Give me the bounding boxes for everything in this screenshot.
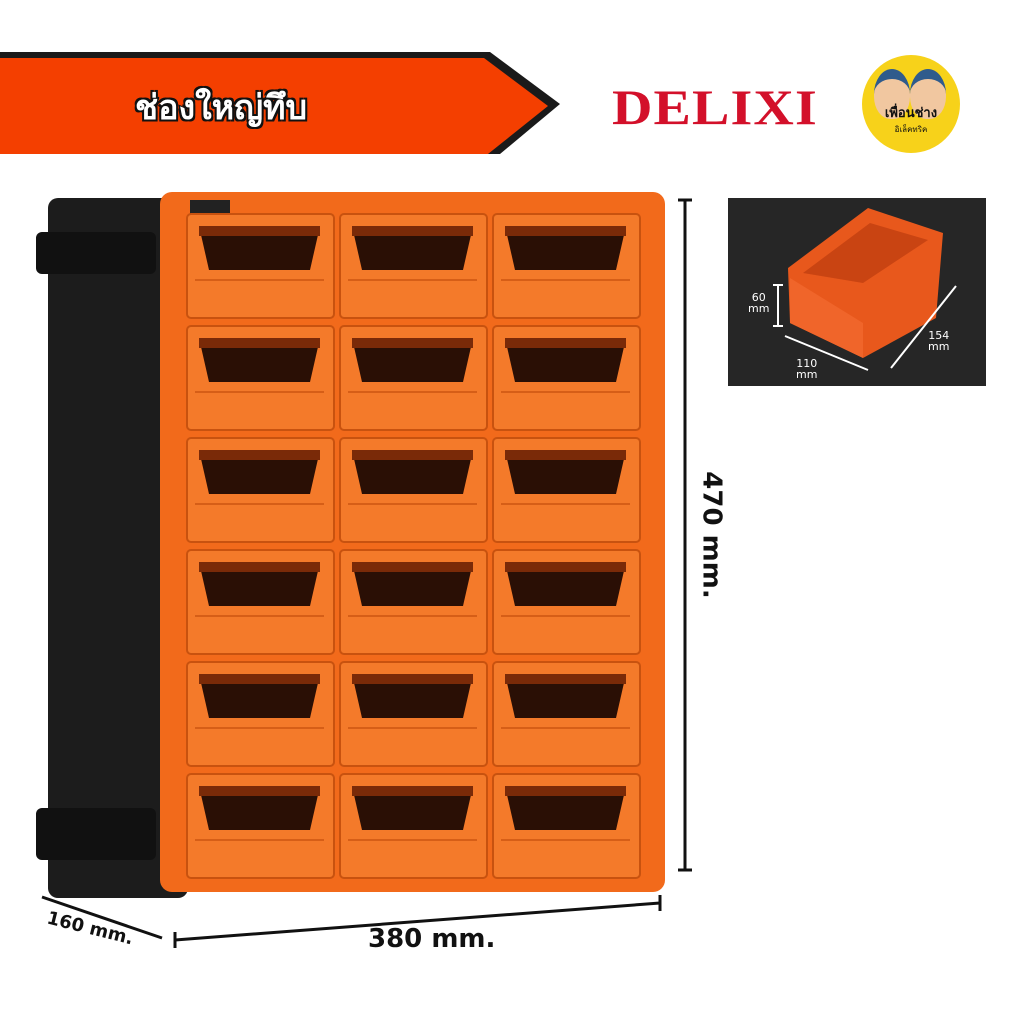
drawer-handle [505,338,626,348]
drawer[interactable] [492,661,641,767]
drawer-handle [352,674,473,684]
drawer[interactable] [186,325,335,431]
title-banner [0,52,560,154]
drawer[interactable] [339,773,488,879]
drawer[interactable] [339,325,488,431]
shop-badge-logo: เพื่อนช่าง อิเล็คทริค [862,55,960,153]
mascot-right-icon [910,69,946,119]
bottom-handle [36,808,156,860]
drawer-handle [199,562,320,572]
drawer-grid [186,213,641,879]
drawer[interactable] [339,213,488,319]
drawer[interactable] [492,437,641,543]
drawer-handle [505,786,626,796]
width-line [174,901,661,942]
badge-line1: เพื่อนช่าง [884,106,938,121]
drawer-handle [505,562,626,572]
drawer[interactable] [186,661,335,767]
dimension-lines [41,198,692,948]
drawer[interactable] [186,773,335,879]
drawer[interactable] [492,773,641,879]
drawer[interactable] [492,213,641,319]
drawer[interactable] [492,325,641,431]
drawer-handle [505,226,626,236]
drawer-handle [199,338,320,348]
drawer-handle [199,674,320,684]
mascot-left-icon [874,69,910,119]
drawer[interactable] [492,549,641,655]
width-dimension-label: 380 mm. [368,924,496,954]
drawer-handle [199,786,320,796]
drawer-handle [352,786,473,796]
drawer-handle [505,450,626,460]
drawer-handle [199,226,320,236]
drawer[interactable] [186,549,335,655]
drawer-handle [352,338,473,348]
label-plate [190,200,230,214]
drawer[interactable] [339,437,488,543]
drawer-handle [505,674,626,684]
height-dimension-label: 470 mm. [696,471,727,599]
delixi-logo: DELIXI [612,79,818,135]
drawer[interactable] [339,661,488,767]
drawer-bin-illustration [773,208,957,371]
drawer-handle [352,562,473,572]
top-handle [36,232,156,274]
drawer-handle [352,450,473,460]
drawer[interactable] [186,437,335,543]
drawer-handle [199,450,320,460]
banner-arrow-shape [0,52,560,154]
banner-title: ช่องใหญ่ทึบ [135,88,308,128]
cabinet-side [48,198,188,898]
drawer-handle [352,226,473,236]
drawer[interactable] [339,549,488,655]
drawer[interactable] [186,213,335,319]
badge-line2: อิเล็คทริค [894,125,928,134]
depth-line [41,895,163,940]
